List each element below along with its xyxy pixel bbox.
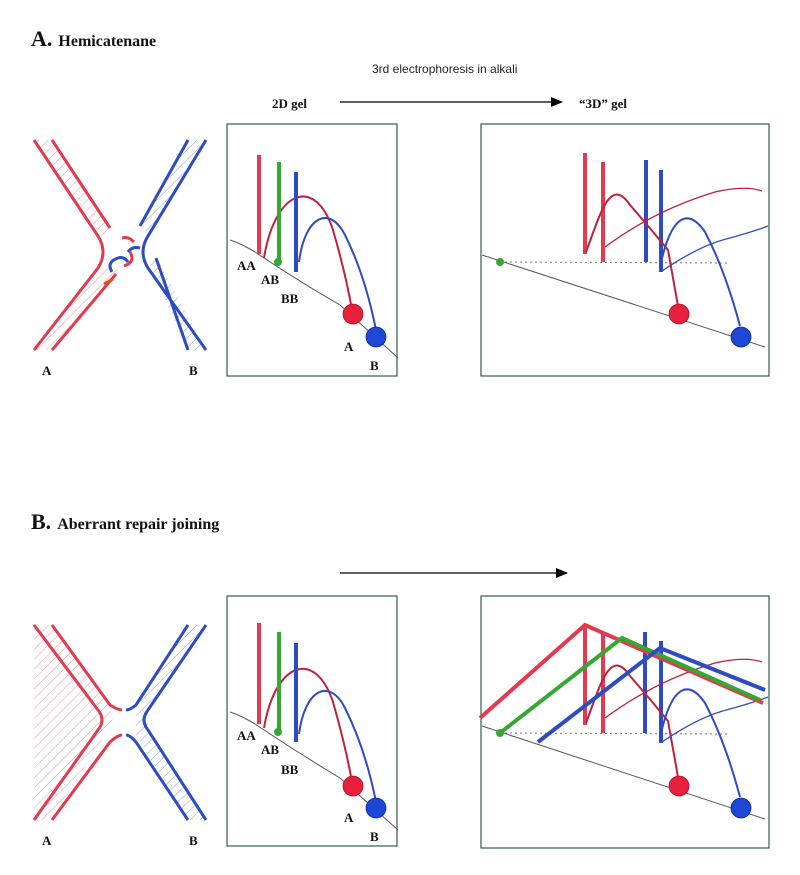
spot-label-a: A: [344, 810, 354, 825]
red-duplex-a: [32, 139, 136, 351]
section-name-aberrant-repair: Aberrant repair joining: [57, 516, 220, 533]
spot-b-blue: [365, 797, 387, 819]
blue-trajectory: [536, 645, 766, 744]
gel2d-panel-a: [226, 123, 399, 377]
spot-a-red: [668, 775, 690, 797]
spot-b-blue: [730, 797, 752, 819]
spot-label-ab: AB: [261, 742, 280, 757]
spot-label-b: B: [370, 358, 379, 373]
gel3d-panel-a: [480, 123, 770, 377]
spot-b-blue: [730, 326, 752, 348]
spot-label-a: A: [344, 339, 354, 354]
junction-aberrant: [32, 624, 208, 821]
gel3d-panel-b: [478, 595, 770, 849]
spot-label-aa: AA: [237, 728, 256, 743]
section-title-a: A. Hemicatenane: [31, 26, 156, 53]
gel2d-panel-b: [226, 595, 399, 847]
spot-a-red: [668, 303, 690, 325]
spot-a-red: [342, 775, 364, 797]
spot-label-b: B: [370, 829, 379, 844]
section-letter-a: A.: [31, 26, 53, 51]
section-name-hemicatenane: Hemicatenane: [58, 33, 157, 50]
spot-label-bb: BB: [281, 762, 299, 777]
junction-hemicatenane: [32, 139, 208, 351]
spot-label-aa: AA: [237, 258, 256, 273]
spot-label-bb: BB: [281, 291, 299, 306]
blue-duplex-b: [125, 624, 208, 821]
gel2d-label: 2D gel: [272, 96, 308, 111]
arrow-note: 3rd electrophoresis in alkali: [372, 62, 518, 76]
red-duplex-a: [32, 624, 123, 821]
strand-label-a: A: [42, 363, 52, 378]
strand-label-a: A: [42, 833, 52, 848]
blue-duplex-b: [108, 139, 208, 351]
spot-a-red: [342, 303, 364, 325]
green-trajectory: [498, 635, 761, 735]
spot-label-ab: AB: [261, 272, 280, 287]
strand-label-b: B: [189, 363, 198, 378]
spot-b-blue: [365, 326, 387, 348]
gel3d-label: “3D” gel: [579, 96, 628, 111]
section-title-b: B. Aberrant repair joining: [31, 509, 219, 536]
strand-label-b: B: [189, 833, 198, 848]
red-trajectory: [478, 622, 764, 720]
section-letter-b: B.: [31, 509, 52, 534]
